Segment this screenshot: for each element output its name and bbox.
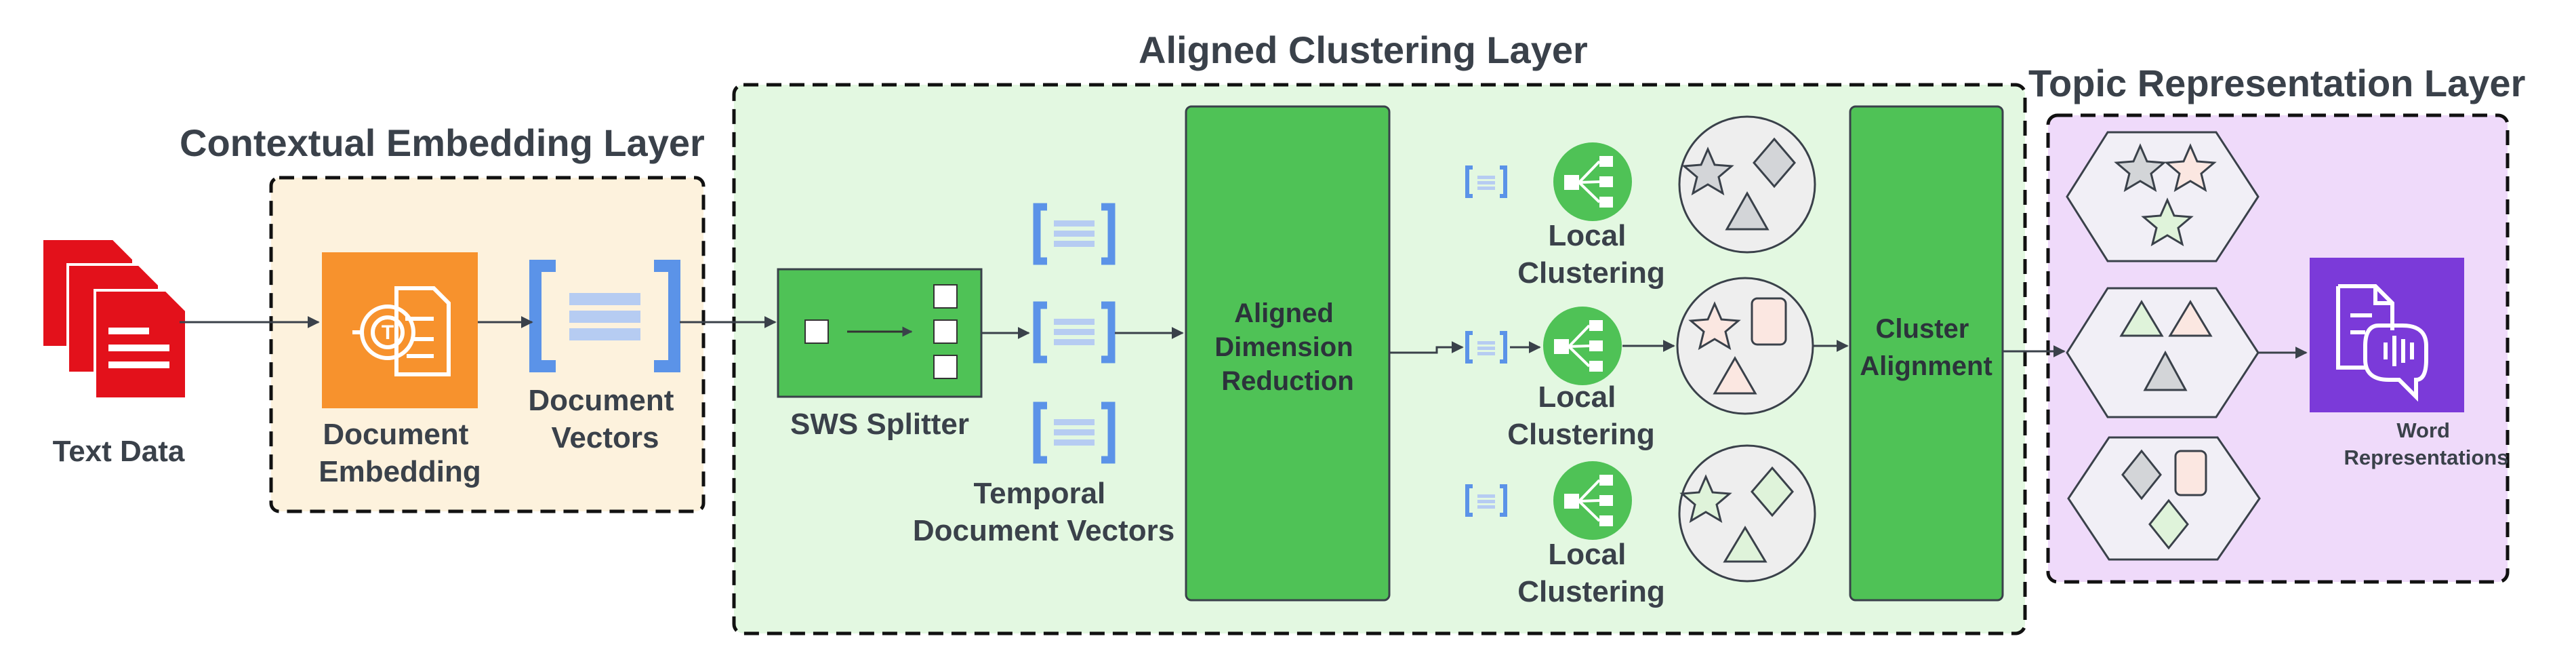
local-clustering-label: Local Clustering [1517,219,1665,290]
cluster-alignment-box [1849,105,2004,602]
cluster-alignment-label: Cluster Alignment [1860,314,1992,381]
local-clustering-label: Local Clustering [1507,380,1655,451]
sws-splitter-box [777,268,983,398]
cluster-circle [1676,277,1814,415]
cluster-circle [1678,115,1816,254]
topic-layer-title: Topic Representation Layer [2028,62,2525,104]
cluster-circle [1678,444,1816,583]
topic-hexagon [2066,287,2260,418]
flow-arrows [180,316,2308,359]
local-clustering-label: Local Clustering [1517,538,1665,608]
vector-bracket-icon [1033,203,1116,464]
sws-splitter-label: SWS Splitter [790,408,969,441]
document-embedding-label: Document Embedding [319,418,481,488]
contextual-layer-title: Contextual Embedding Layer [180,121,705,164]
word-representations-label: Word Representations [2344,418,2509,469]
svg-text:T: T [382,321,394,344]
vector-bracket-icon [529,260,680,372]
temporal-vectors-label: Temporal Document Vectors [913,477,1174,547]
vector-bracket-icon [1465,165,1507,517]
aligned-reduction-label: Aligned Dimension Reduction [1214,298,1361,396]
cluster-tree-icon [1543,142,1632,540]
document-vectors-label: Document Vectors [528,384,682,454]
word-representation-icon [2310,258,2464,412]
text-data-label: Text Data [53,435,185,468]
document-embedding-icon: T [322,252,478,408]
document-stack-icon [41,237,188,400]
topic-hexagon [2066,131,2260,262]
topic-hexagon [2067,436,2261,561]
arrow-reduction-to-vector [1389,341,1464,354]
aligned-layer-title: Aligned Clustering Layer [1139,28,1588,71]
